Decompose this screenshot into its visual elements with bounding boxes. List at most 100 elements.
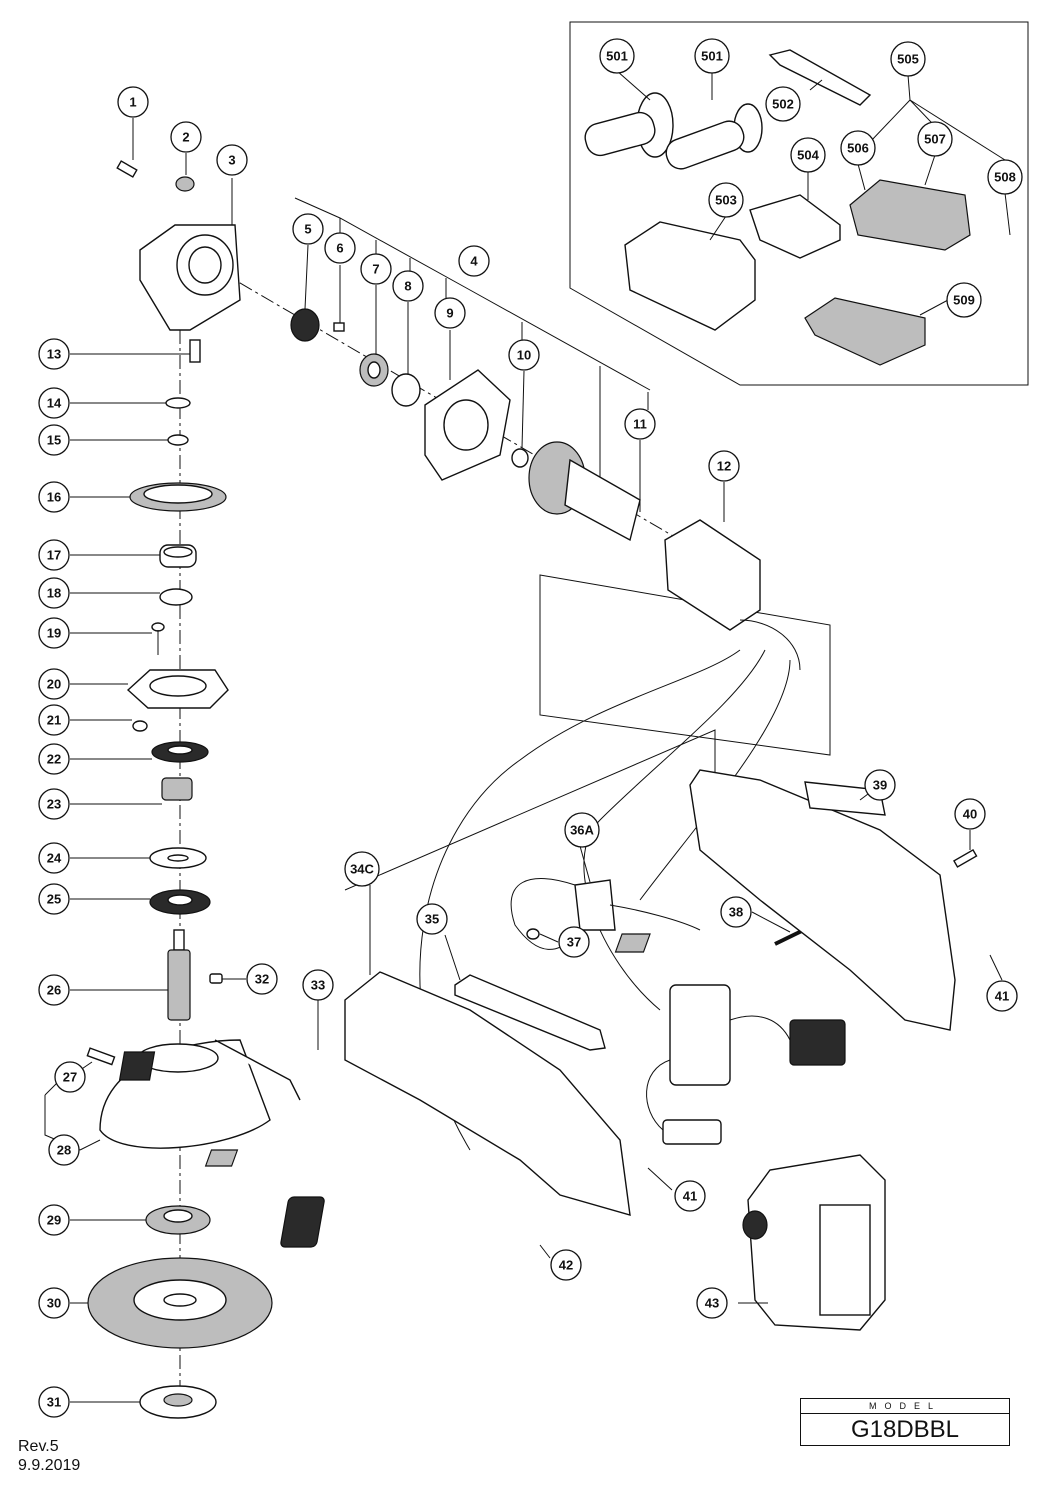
callout-circle <box>170 121 202 153</box>
callout-circle <box>790 137 826 173</box>
callout-label: 40 <box>963 807 977 822</box>
callout-circle <box>38 668 70 700</box>
callout-41: 41 <box>986 980 1018 1012</box>
callout-label: 503 <box>715 193 737 208</box>
callout-label: 7 <box>372 262 379 277</box>
part-42 <box>280 1196 551 1259</box>
callout-circle <box>38 704 70 736</box>
callout-24: 24 <box>38 842 70 874</box>
callout-label: 18 <box>47 586 61 601</box>
callout-label: 16 <box>47 490 61 505</box>
callout-circle <box>38 338 70 370</box>
callout-label: 33 <box>311 978 325 993</box>
callout-circle <box>708 182 744 218</box>
callout-label: 9 <box>446 306 453 321</box>
callout-18: 18 <box>38 577 70 609</box>
callout-8: 8 <box>392 270 424 302</box>
callout-label: 507 <box>924 132 946 147</box>
pad-part-41-b <box>204 1149 239 1167</box>
callout-4: 4 <box>458 245 490 277</box>
revision-number: Rev.5 <box>18 1438 59 1455</box>
callout-29: 29 <box>38 1204 70 1236</box>
nut-part-23 <box>70 777 193 805</box>
callout-circle <box>954 798 986 830</box>
cap-part-2 <box>175 153 195 192</box>
washer-part-15 <box>167 434 189 446</box>
callout-label: 29 <box>47 1213 61 1228</box>
callout-circle <box>38 883 70 915</box>
callout-5: 5 <box>292 213 324 245</box>
bevel-gear-part-16 <box>70 482 227 512</box>
callout-label: 506 <box>847 141 869 156</box>
battery-part-43 <box>738 1154 886 1331</box>
callout-label: 11 <box>633 417 647 432</box>
revision-info: Rev.5 9.9.2019 <box>18 1437 80 1475</box>
insert-part-509 <box>804 297 949 366</box>
callout-28: 28 <box>48 1134 80 1166</box>
callout-508: 508 <box>987 159 1023 195</box>
washer-part-24 <box>70 847 207 869</box>
callout-35: 35 <box>416 903 448 935</box>
seal-part-22 <box>70 741 209 763</box>
callout-label: 27 <box>63 1070 77 1085</box>
callout-circle <box>840 130 876 166</box>
callout-circle <box>558 926 590 958</box>
callout-circle <box>360 253 392 285</box>
callout-label: 3 <box>228 153 235 168</box>
pad-part-41-a <box>614 933 651 953</box>
callout-circle <box>38 1386 70 1418</box>
callout-label: 19 <box>47 626 61 641</box>
wheel-nut-part-31 <box>70 1385 217 1419</box>
callout-label: 501 <box>606 49 628 64</box>
callout-13: 13 <box>38 338 70 370</box>
callout-16: 16 <box>38 481 70 513</box>
callout-circle <box>38 743 70 775</box>
switch-lever-part-35 <box>444 934 606 1051</box>
callout-label: 41 <box>995 989 1009 1004</box>
callout-circle <box>344 851 380 887</box>
seal-part-25 <box>70 889 211 915</box>
callout-37: 37 <box>558 926 590 958</box>
callout-43: 43 <box>696 1287 728 1319</box>
gear-cover-part-3 <box>139 178 241 331</box>
callout-circle <box>246 963 278 995</box>
callout-circle <box>434 297 466 329</box>
revision-date: 9.9.2019 <box>18 1457 81 1474</box>
callout-label: 2 <box>182 130 189 145</box>
callout-label: 23 <box>47 797 61 812</box>
callout-label: 5 <box>304 222 311 237</box>
callout-label: 32 <box>255 972 269 987</box>
callout-label: 25 <box>47 892 61 907</box>
spindle-lock-part-13 <box>70 339 201 363</box>
inner-cover-part-9 <box>424 330 511 481</box>
callout-circle <box>38 974 70 1006</box>
callout-label: 34C <box>350 862 374 877</box>
stator-part-12 <box>664 482 801 671</box>
callout-label: 37 <box>567 935 581 950</box>
callout-circle <box>38 788 70 820</box>
callout-17: 17 <box>38 539 70 571</box>
ring-part-14 <box>165 397 191 409</box>
charger-part-503 <box>624 215 756 331</box>
callout-40: 40 <box>954 798 986 830</box>
screw-part-21 <box>70 719 148 732</box>
callout-label: 36A <box>570 823 594 838</box>
callout-label: 24 <box>47 851 62 866</box>
callout-circle <box>550 1249 582 1281</box>
callout-42: 42 <box>550 1249 582 1281</box>
callout-label: 10 <box>517 348 531 363</box>
label-part-507 <box>924 154 936 186</box>
side-handle-part-501-b <box>665 71 763 170</box>
bracket-4 <box>294 197 651 391</box>
callout-label: 38 <box>729 905 743 920</box>
callout-circle <box>708 450 740 482</box>
screw-part-508 <box>1004 192 1011 236</box>
o-ring-part-8 <box>391 302 421 407</box>
ring-part-18 <box>159 588 193 606</box>
callout-circle <box>302 969 334 1001</box>
callout-circle <box>564 812 600 848</box>
rotor-fan-part-11 <box>528 440 641 542</box>
callout-25: 25 <box>38 883 70 915</box>
screw-part-19 <box>70 622 165 655</box>
callout-circle <box>117 86 149 118</box>
